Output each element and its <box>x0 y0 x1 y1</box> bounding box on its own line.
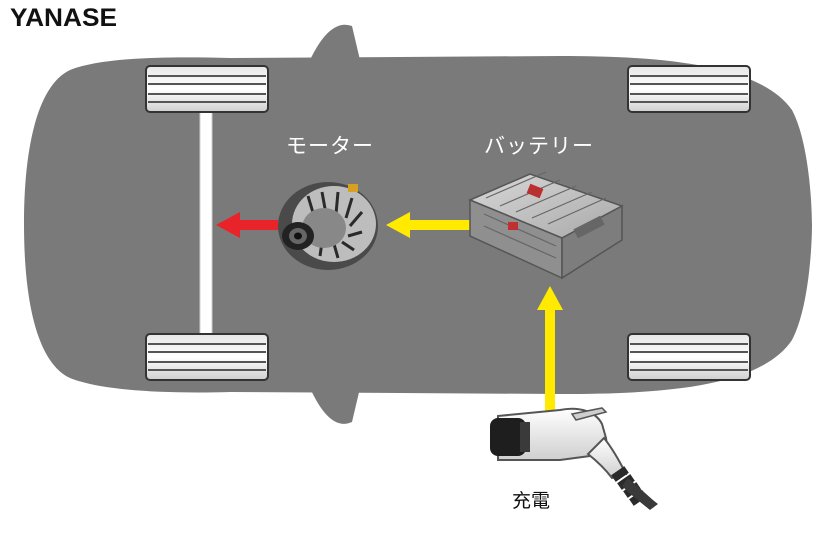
power-arrow-battery-to-motor <box>386 212 470 238</box>
tire-rear-bottom <box>145 333 269 381</box>
tire-front-bottom <box>627 333 751 381</box>
tire-front-top <box>627 65 751 113</box>
tire-rear-top <box>145 65 269 113</box>
drive-arrow <box>216 212 278 238</box>
power-arrow-charger-to-battery <box>537 286 563 412</box>
battery-pack-icon <box>468 171 624 280</box>
alternator-motor-icon <box>278 182 378 270</box>
ev-charging-plug-icon <box>490 407 658 510</box>
motor-label: モーター <box>286 134 374 158</box>
brand-logo: YANASE <box>10 4 118 32</box>
battery-label: バッテリー <box>484 134 594 158</box>
rear-axle <box>199 107 213 341</box>
charging-label: 充電 <box>512 490 551 512</box>
